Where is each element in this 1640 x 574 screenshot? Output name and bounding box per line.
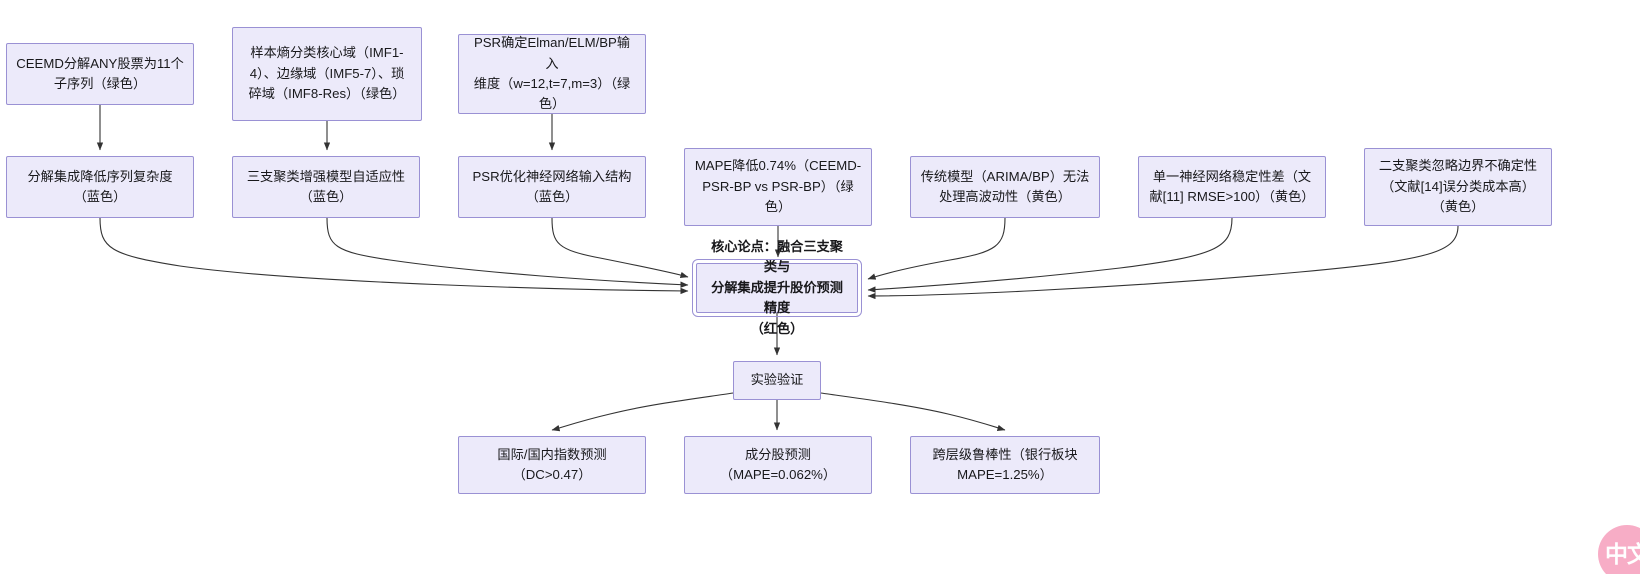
traditional-model-limitation-node[interactable]: 传统模型（ARIMA/BP）无法 处理高波动性（黄色） — [910, 156, 1100, 218]
edge-experiment-to-index — [551, 392, 734, 432]
edge-stability-to-core — [867, 217, 1233, 293]
constituent-stock-prediction-result-node-label: 成分股预测 （MAPE=0.062%） — [719, 446, 837, 482]
ceemd-decomposition-node-label: CEEMD分解ANY股票为11个 子序列（绿色） — [16, 55, 184, 91]
watermark-label: 中文 — [1605, 540, 1640, 567]
decomposition-complexity-node[interactable]: 分解集成降低序列复杂度 （蓝色） — [6, 156, 194, 218]
index-prediction-result-node-label: 国际/国内指数预测 （DC>0.47） — [497, 446, 607, 482]
single-network-stability-node[interactable]: 单一神经网络稳定性差（文 献[11] RMSE>100）（黄色） — [1138, 156, 1326, 218]
psr-optimized-structure-node-label: PSR优化神经网络输入结构 （蓝色） — [472, 168, 632, 204]
edge-traditional-to-core — [867, 217, 1006, 280]
edge-structure-to-core — [551, 217, 689, 279]
cross-level-robustness-result-node[interactable]: 跨层级鲁棒性（银行板块 MAPE=1.25%） — [910, 436, 1100, 494]
psr-input-dimension-node[interactable]: PSR确定Elman/ELM/BP输入 维度（w=12,t=7,m=3）（绿 色… — [458, 34, 646, 114]
experiment-verification-node[interactable]: 实验验证 — [733, 361, 821, 400]
edge-experiment-to-robustness — [820, 392, 1006, 431]
traditional-model-limitation-node-label: 传统模型（ARIMA/BP）无法 处理高波动性（黄色） — [920, 168, 1090, 204]
mape-reduction-node[interactable]: MAPE降低0.74%（CEEMD- PSR-BP vs PSR-BP）（绿 色… — [684, 148, 872, 226]
two-way-clustering-boundary-node[interactable]: 二支聚类忽略边界不确定性 （文献[14]误分类成本高） （黄色） — [1364, 148, 1552, 226]
constituent-stock-prediction-result-node[interactable]: 成分股预测 （MAPE=0.062%） — [684, 436, 872, 494]
edge-clustering-to-core — [326, 217, 689, 288]
experiment-verification-node-label: 实验验证 — [750, 372, 804, 388]
index-prediction-result-node[interactable]: 国际/国内指数预测 （DC>0.47） — [458, 436, 646, 494]
single-network-stability-node-label: 单一神经网络稳定性差（文 献[11] RMSE>100）（黄色） — [1149, 168, 1315, 204]
sample-entropy-classification-node[interactable]: 样本熵分类核心域（IMF1- 4）、边缘域（IMF5-7）、琐 碎域（IMF8-… — [232, 27, 422, 121]
core-argument-node[interactable]: 核心论点：融合三支聚类与 分解集成提升股价预测精度 （红色） — [692, 239, 862, 336]
ceemd-decomposition-node[interactable]: CEEMD分解ANY股票为11个 子序列（绿色） — [6, 43, 194, 105]
core-argument-node-label: 核心论点：融合三支聚类与 分解集成提升股价预测精度 （红色） — [711, 238, 843, 336]
three-way-clustering-adaptivity-node-label: 三支聚类增强模型自适应性 （蓝色） — [246, 168, 406, 204]
psr-optimized-structure-node[interactable]: PSR优化神经网络输入结构 （蓝色） — [458, 156, 646, 218]
watermark-badge: 中文 — [1598, 525, 1640, 574]
sample-entropy-classification-node-label: 样本熵分类核心域（IMF1- 4）、边缘域（IMF5-7）、琐 碎域（IMF8-… — [248, 45, 406, 102]
edge-complexity-to-core — [99, 217, 689, 295]
two-way-clustering-boundary-node-label: 二支聚类忽略边界不确定性 （文献[14]误分类成本高） （黄色） — [1378, 158, 1538, 215]
psr-input-dimension-node-label: PSR确定Elman/ELM/BP输入 维度（w=12,t=7,m=3）（绿 色… — [473, 35, 631, 112]
cross-level-robustness-result-node-label: 跨层级鲁棒性（银行板块 MAPE=1.25%） — [932, 446, 1078, 482]
decomposition-complexity-node-label: 分解集成降低序列复杂度 （蓝色） — [27, 168, 173, 204]
mape-reduction-node-label: MAPE降低0.74%（CEEMD- PSR-BP vs PSR-BP）（绿 色… — [694, 158, 862, 215]
edge-boundary-to-core — [867, 225, 1459, 300]
three-way-clustering-adaptivity-node[interactable]: 三支聚类增强模型自适应性 （蓝色） — [232, 156, 420, 218]
